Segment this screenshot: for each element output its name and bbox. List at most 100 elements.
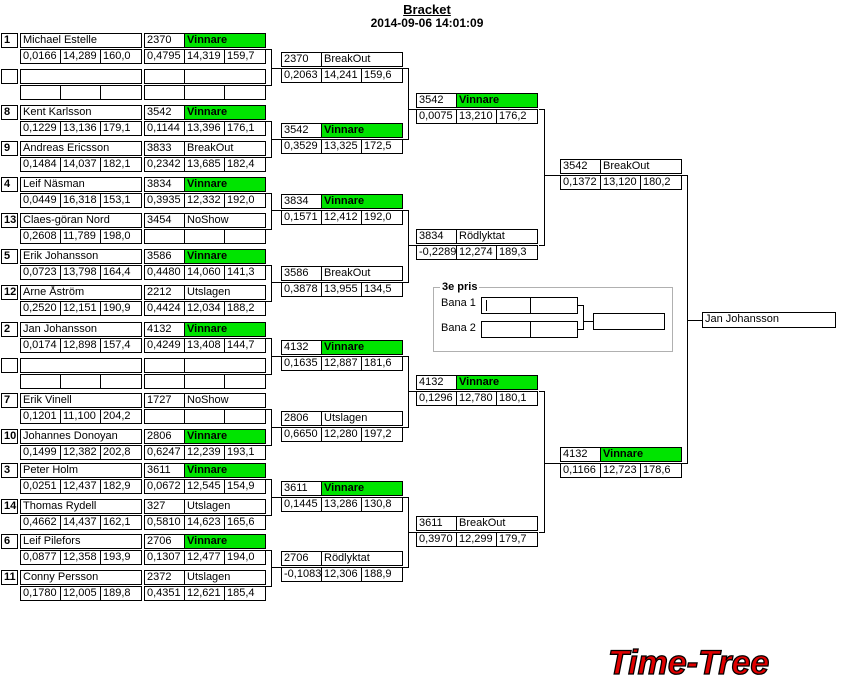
driver-bib[interactable]: 3542 <box>144 105 185 120</box>
round2-entry-bib[interactable]: 3586 <box>281 266 322 281</box>
driver-bib[interactable]: 2212 <box>144 285 185 300</box>
round3-entry-bib[interactable]: 3611 <box>416 516 457 531</box>
round2-entry-status[interactable]: BreakOut <box>321 266 403 281</box>
driver-bib[interactable]: 2370 <box>144 33 185 48</box>
third-place-winner-field[interactable] <box>593 313 665 330</box>
driver-name[interactable] <box>20 358 142 373</box>
driver-status[interactable] <box>184 69 266 84</box>
round2-entry-bib[interactable]: 3611 <box>281 481 322 496</box>
driver-name[interactable]: Kent Karlsson <box>20 105 142 120</box>
bracket-line <box>271 497 281 498</box>
driver-bib[interactable] <box>144 69 185 84</box>
round3-entry-status[interactable]: Vinnare <box>456 375 538 390</box>
bracket-line <box>266 409 272 410</box>
driver-status[interactable]: Vinnare <box>184 463 266 478</box>
driver-name[interactable]: Claes-göran Nord <box>20 213 142 228</box>
round4-entry-status[interactable]: BreakOut <box>600 159 682 174</box>
bracket-line <box>408 356 409 428</box>
driver-status[interactable]: Utslagen <box>184 499 266 514</box>
driver-reaction-2 <box>144 409 185 424</box>
driver-speed-2: 182,4 <box>224 157 266 172</box>
round2-entry-status[interactable]: Vinnare <box>321 340 403 355</box>
driver-name[interactable]: Andreas Ericsson <box>20 141 142 156</box>
driver-status[interactable]: Vinnare <box>184 33 266 48</box>
driver-status[interactable]: Vinnare <box>184 177 266 192</box>
round4-entry-bib[interactable]: 4132 <box>560 447 601 462</box>
round2-entry-speed: 188,9 <box>361 567 403 582</box>
driver-name[interactable]: Arne Åström <box>20 285 142 300</box>
driver-bib[interactable]: 3833 <box>144 141 185 156</box>
round2-entry-bib[interactable]: 2370 <box>281 52 322 67</box>
round2-entry-bib[interactable]: 3834 <box>281 194 322 209</box>
driver-name[interactable]: Michael Estelle <box>20 33 142 48</box>
bracket-line <box>544 175 560 176</box>
driver-bib[interactable]: 2706 <box>144 534 185 549</box>
round2-entry-status[interactable]: BreakOut <box>321 52 403 67</box>
driver-speed: 202,8 <box>100 445 142 460</box>
driver-name[interactable]: Peter Holm <box>20 463 142 478</box>
round3-entry-status[interactable]: Vinnare <box>456 93 538 108</box>
round2-entry-bib[interactable]: 2806 <box>281 411 322 426</box>
driver-name[interactable]: Leif Näsman <box>20 177 142 192</box>
driver-status[interactable]: Utslagen <box>184 285 266 300</box>
driver-status[interactable]: Utslagen <box>184 570 266 585</box>
round2-entry-bib[interactable]: 4132 <box>281 340 322 355</box>
driver-name[interactable]: Thomas Rydell <box>20 499 142 514</box>
driver-name[interactable]: Jan Johansson <box>20 322 142 337</box>
driver-status[interactable]: Vinnare <box>184 429 266 444</box>
driver-bib[interactable]: 3454 <box>144 213 185 228</box>
round4-entry-status[interactable]: Vinnare <box>600 447 682 462</box>
driver-speed-2: 194,0 <box>224 550 266 565</box>
round2-entry-status[interactable]: Vinnare <box>321 123 403 138</box>
round2-entry-status[interactable]: Vinnare <box>321 481 403 496</box>
round2-entry-bib[interactable]: 3542 <box>281 123 322 138</box>
driver-name[interactable]: Erik Vinell <box>20 393 142 408</box>
driver-status[interactable]: Vinnare <box>184 249 266 264</box>
driver-bib[interactable]: 2806 <box>144 429 185 444</box>
lane1-bib-field[interactable] <box>481 297 531 314</box>
driver-status[interactable]: NoShow <box>184 213 266 228</box>
driver-status[interactable] <box>184 358 266 373</box>
driver-reaction: 0,0723 <box>20 265 61 280</box>
round2-entry-reaction: 0,1445 <box>281 497 322 512</box>
driver-reaction: 0,1499 <box>20 445 61 460</box>
round3-entry-status[interactable]: Rödlyktat <box>456 229 538 244</box>
driver-reaction-2 <box>144 374 185 389</box>
driver-speed-2 <box>224 409 266 424</box>
round2-entry-elapsed: 12,306 <box>321 567 362 582</box>
round2-entry-status[interactable]: Rödlyktat <box>321 551 403 566</box>
driver-name[interactable]: Leif Pilefors <box>20 534 142 549</box>
driver-status[interactable]: Vinnare <box>184 105 266 120</box>
round2-entry-status[interactable]: Utslagen <box>321 411 403 426</box>
driver-bib[interactable]: 3834 <box>144 177 185 192</box>
round3-entry-bib[interactable]: 3542 <box>416 93 457 108</box>
driver-bib[interactable]: 1727 <box>144 393 185 408</box>
lane1-status-field <box>530 297 578 314</box>
driver-status[interactable]: Vinnare <box>184 534 266 549</box>
round4-entry-bib[interactable]: 3542 <box>560 159 601 174</box>
driver-speed-2: 185,4 <box>224 586 266 601</box>
round3-entry-bib[interactable]: 3834 <box>416 229 457 244</box>
round3-entry-bib[interactable]: 4132 <box>416 375 457 390</box>
driver-bib[interactable]: 3611 <box>144 463 185 478</box>
driver-bib[interactable]: 327 <box>144 499 185 514</box>
final-winner-cell[interactable]: Jan Johansson <box>702 312 836 328</box>
driver-name[interactable]: Johannes Donoyan <box>20 429 142 444</box>
driver-elapsed-2: 14,319 <box>184 49 225 64</box>
bracket-line <box>403 210 409 211</box>
round3-entry-status[interactable]: BreakOut <box>456 516 538 531</box>
bracket-line <box>544 463 560 464</box>
round2-entry-bib[interactable]: 2706 <box>281 551 322 566</box>
driver-status[interactable]: Vinnare <box>184 322 266 337</box>
driver-name[interactable] <box>20 69 142 84</box>
driver-bib[interactable]: 4132 <box>144 322 185 337</box>
driver-name[interactable]: Conny Persson <box>20 570 142 585</box>
driver-bib[interactable] <box>144 358 185 373</box>
driver-bib[interactable]: 2372 <box>144 570 185 585</box>
driver-status[interactable]: BreakOut <box>184 141 266 156</box>
driver-bib[interactable]: 3586 <box>144 249 185 264</box>
driver-name[interactable]: Erik Johansson <box>20 249 142 264</box>
round2-entry-elapsed: 12,280 <box>321 427 362 442</box>
driver-status[interactable]: NoShow <box>184 393 266 408</box>
round2-entry-status[interactable]: Vinnare <box>321 194 403 209</box>
